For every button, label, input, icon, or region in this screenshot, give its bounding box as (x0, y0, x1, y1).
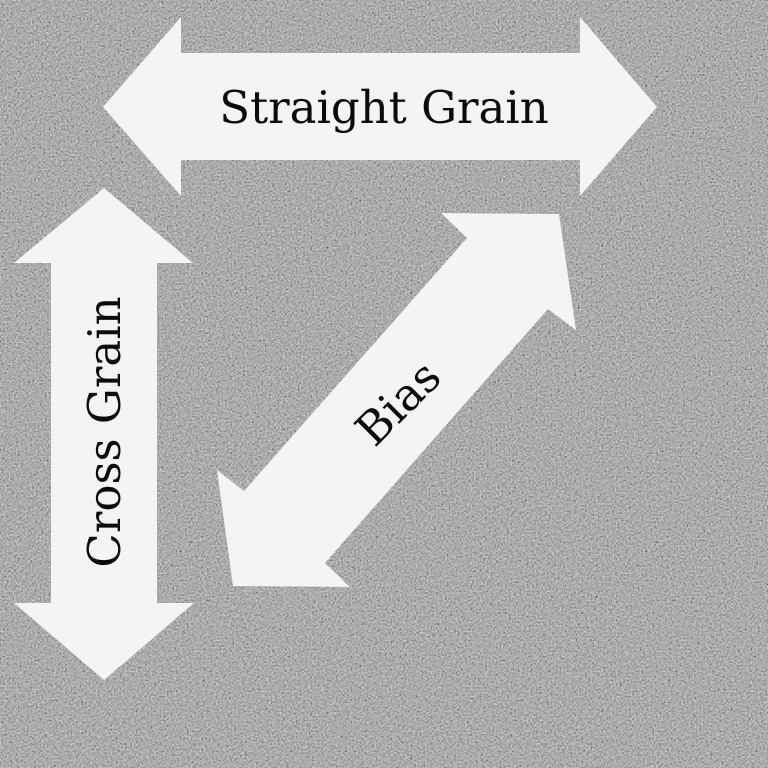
double-arrow-diagonal-icon (217, 213, 576, 587)
bias-arrow: Bias (217, 213, 576, 587)
straight-grain-arrow: Straight Grain (103, 17, 657, 196)
double-arrow-horizontal-icon (103, 17, 657, 196)
cross-grain-label: Cross Grain (78, 296, 131, 567)
double-arrow-vertical-icon (14, 188, 194, 680)
cross-grain-arrow: Cross Grain (14, 188, 194, 680)
straight-grain-label: Straight Grain (219, 81, 548, 134)
